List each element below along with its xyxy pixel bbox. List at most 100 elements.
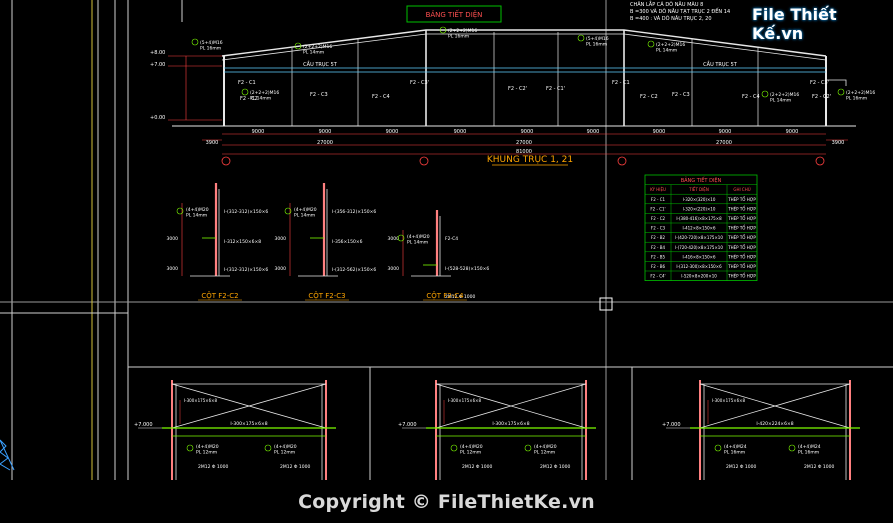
joint-marker xyxy=(241,88,249,96)
section-label: F2 - C2 xyxy=(640,94,658,100)
section-label: F2 - C4 xyxy=(372,94,390,100)
section-label: F2 - C2 xyxy=(240,96,258,102)
bottom-anchor-note: 2M12 Φ 1000 xyxy=(540,464,570,470)
copyright-footer: Copyright © FileThietKe.vn xyxy=(0,480,893,523)
bottom-brace-label: I-300×175×6×8 xyxy=(448,398,481,403)
bottom-anchor-note: 2M12 Φ 1000 xyxy=(726,464,756,470)
table-title: BẢNG TIẾT DIỆN xyxy=(681,176,722,184)
half-span-dimension: 27000 xyxy=(516,140,532,146)
bottom-elevation: +7.000 xyxy=(134,422,153,428)
table-cell: F2 - C1' xyxy=(650,206,665,211)
section-label: F2 - C4 xyxy=(742,94,760,100)
logo-text: File Thiết Kế.vn xyxy=(752,5,837,43)
column-dimension: 3000 xyxy=(275,236,287,242)
bottom-beam-label: I-300×175×6×8 xyxy=(492,421,529,427)
bottom-elevation: +7.000 xyxy=(662,422,681,428)
joint-marker xyxy=(837,88,845,96)
span-dimension: 9000 xyxy=(252,129,265,135)
joint-marker xyxy=(761,90,769,98)
table-cell: THÉP TỔ HỢP xyxy=(727,245,756,250)
section-label: F2 - C2' xyxy=(508,86,527,92)
section-label: F2 - C1' xyxy=(546,86,565,92)
column-note: I-356×150×6 xyxy=(332,239,363,245)
table-cell: F2 - B5 xyxy=(651,254,666,259)
table-cell: THÉP TỔ HỢP xyxy=(727,235,756,240)
bottom-anchor-note: 2M12 Φ 1000 xyxy=(804,464,834,470)
table-cell: I-416×8×150×6 xyxy=(682,254,715,259)
bottom-elevation: +7.000 xyxy=(398,422,417,428)
table-cell: I-(380-416)×8×175×8 xyxy=(676,216,722,221)
span-dimension: 9000 xyxy=(587,129,600,135)
table-cell: F2 - B6 xyxy=(651,264,666,269)
column-note: I-(312-312)×150×6 xyxy=(224,209,268,215)
table-cell: THÉP TỔ HỢP xyxy=(727,226,756,231)
table-cell: THÉP TỔ HỢP xyxy=(727,216,756,221)
span-dimension: 9000 xyxy=(319,129,332,135)
joint-marker xyxy=(439,26,447,34)
table-cell: I-320×(220)×10 xyxy=(683,206,716,211)
column-note: I-(312-312)×150×6 xyxy=(224,267,268,273)
span-dimension: 9000 xyxy=(454,129,467,135)
section-table-tag: BẢNG TIẾT DIỆN xyxy=(406,5,502,23)
column-dimension: 3000 xyxy=(167,266,179,272)
column-detail: 30003000I-(312-312)×150×6I-312×150×6×8I-… xyxy=(167,183,268,301)
span-dimension: 9000 xyxy=(386,129,399,135)
crane-beam-label: CẦU TRỤC 5T xyxy=(703,60,738,68)
table-cell: I-320×(320)×10 xyxy=(683,197,716,202)
joint-marker xyxy=(191,38,199,46)
table-cell: F2 - C1 xyxy=(651,197,666,202)
left-yellow-guides xyxy=(0,0,128,480)
left-edge-truss xyxy=(0,439,15,471)
table-cell: F2 - C3 xyxy=(651,226,666,231)
top-tag-text: BẢNG TIẾT DIỆN xyxy=(426,9,483,19)
table-cell: I-520×8×200×10 xyxy=(681,274,717,279)
span-dimension: 9000 xyxy=(786,129,799,135)
table-cell: I-(312-300)×8×150×6 xyxy=(676,264,722,269)
column-dimension: 3000 xyxy=(388,236,400,242)
column-title: CỘT F2-C3 xyxy=(308,291,345,300)
frame-title: KHUNG TRỤC 1, 21 xyxy=(487,155,573,165)
section-label: F2 - C3' xyxy=(810,80,829,86)
viewport-guides xyxy=(0,0,893,480)
elevation-label: +7.00 xyxy=(150,62,165,68)
bottom-beam-label: I-420×224×6×8 xyxy=(756,421,793,427)
top-note-line-3: B =400 : VÀ DÕ NÂU TRỤC 2, 20 xyxy=(630,15,712,22)
column-note: 2M12 Φ 1000 xyxy=(445,294,475,300)
section-label: F2 - C1 xyxy=(612,80,630,86)
joint-marker xyxy=(294,42,302,50)
column-details: 30003000I-(312-312)×150×6I-312×150×6×8I-… xyxy=(167,183,489,301)
crosshair-cursor[interactable] xyxy=(599,297,613,311)
section-label: F2 - C2' xyxy=(812,94,831,100)
top-note-line-2: B =300 VÀ DÕ NÂU TẠT TRỤC 2 ĐẾN 14 xyxy=(630,7,730,15)
table-cell: F2 - B2 xyxy=(651,235,666,240)
table-cell: THÉP TỔ HỢP xyxy=(727,197,756,202)
end-dimension: 3900 xyxy=(832,140,845,146)
cad-drawing-canvas[interactable]: BẢNG TIẾT DIỆN CHÂN LẮP CÁ DÕ NÂU MÀU 8 … xyxy=(0,0,893,480)
end-dimension: 3900 xyxy=(206,140,219,146)
column-dimension: 3000 xyxy=(275,266,287,272)
elevation-label: +0.00 xyxy=(150,115,165,121)
section-label: F2 - C3' xyxy=(410,80,429,86)
bottom-anchor-note: 2M12 Φ 1000 xyxy=(280,464,310,470)
total-dimension: 81000 xyxy=(516,149,532,155)
section-label: F2 - C3 xyxy=(672,92,690,98)
bottom-brace-label: I-300×175×6×8 xyxy=(184,398,217,403)
